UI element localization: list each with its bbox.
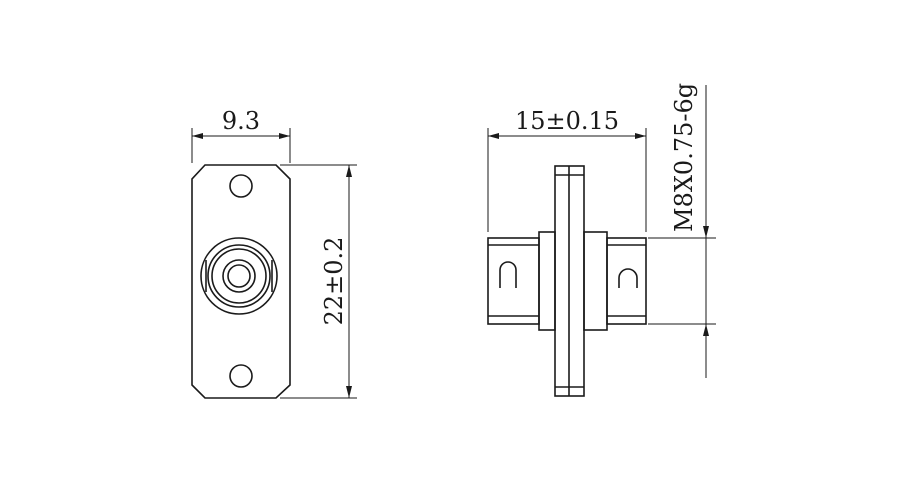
thread-spec-label: M8X0.75-6g <box>670 83 698 232</box>
right-collar <box>583 231 608 331</box>
bottom-mounting-hole <box>229 364 253 388</box>
front-width-dimension: 9.3 <box>191 107 291 163</box>
side-length-label: 15±0.15 <box>515 107 619 135</box>
right-connector-body <box>606 237 647 325</box>
front-height-dimension: 22±0.2 <box>280 164 357 399</box>
front-flange-outline <box>191 164 291 399</box>
thread-dimension: M8X0.75-6g <box>648 83 716 378</box>
front-width-label: 9.3 <box>222 107 260 135</box>
top-mounting-hole <box>229 174 253 198</box>
left-connector-body <box>487 237 540 325</box>
left-collar <box>538 231 556 331</box>
side-length-dimension: 15±0.15 <box>487 107 647 232</box>
side-view <box>487 165 647 397</box>
center-connector <box>200 237 278 315</box>
front-view <box>191 164 291 399</box>
left-key-slot <box>499 261 517 288</box>
front-height-label: 22±0.2 <box>320 237 348 326</box>
right-key-slot <box>618 268 638 288</box>
